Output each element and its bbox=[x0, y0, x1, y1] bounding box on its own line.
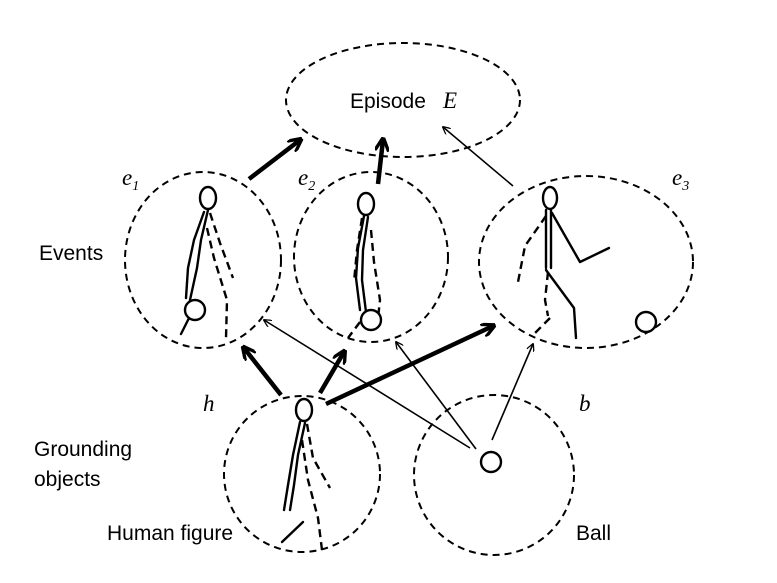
edge-e3-to-episode bbox=[443, 127, 514, 187]
event-e3-figure bbox=[516, 185, 611, 340]
episode-label: Episode bbox=[350, 90, 426, 113]
episode-node: Episode E bbox=[285, 42, 521, 158]
ball-circle bbox=[479, 450, 503, 474]
grounding-row-label-line1: Grounding bbox=[34, 438, 132, 461]
event-e3-node: e3 bbox=[478, 165, 694, 349]
event-e1-node: e1 bbox=[122, 165, 282, 349]
edge-e2-to-episode bbox=[378, 140, 383, 185]
event-e2-node: e2 bbox=[293, 165, 449, 343]
human-figure bbox=[280, 397, 332, 551]
edge-human-to-e1 bbox=[244, 348, 283, 397]
grounding-row-label-line2: objects bbox=[34, 468, 101, 491]
event-e1-ball bbox=[183, 298, 207, 322]
event-e2-figure bbox=[347, 191, 382, 339]
edge-e1-to-episode bbox=[247, 140, 300, 181]
ball-label: Ball bbox=[576, 522, 611, 545]
edge-ball-to-e1 bbox=[264, 320, 471, 449]
edge-ball-to-e2 bbox=[396, 342, 477, 450]
edge-human-to-e2 bbox=[318, 352, 344, 395]
ball-object-node: b bbox=[413, 391, 591, 556]
event-e1-figure bbox=[179, 185, 235, 339]
edge-ball-to-e3 bbox=[491, 344, 533, 441]
human-object-node: h bbox=[203, 391, 381, 553]
episode-variable: E bbox=[442, 88, 457, 113]
event-e2-label: e2 bbox=[298, 165, 315, 194]
event-e3-label: e3 bbox=[672, 165, 689, 194]
events-row-label: Events bbox=[39, 242, 103, 265]
human-variable: h bbox=[203, 391, 215, 416]
ball-variable: b bbox=[579, 391, 591, 416]
event-e3-ball bbox=[634, 310, 658, 334]
event-e1-label: e1 bbox=[122, 165, 139, 194]
edge-human-to-e3 bbox=[325, 326, 493, 407]
event-e2-ball bbox=[359, 308, 383, 332]
human-figure-label: Human figure bbox=[107, 522, 233, 545]
